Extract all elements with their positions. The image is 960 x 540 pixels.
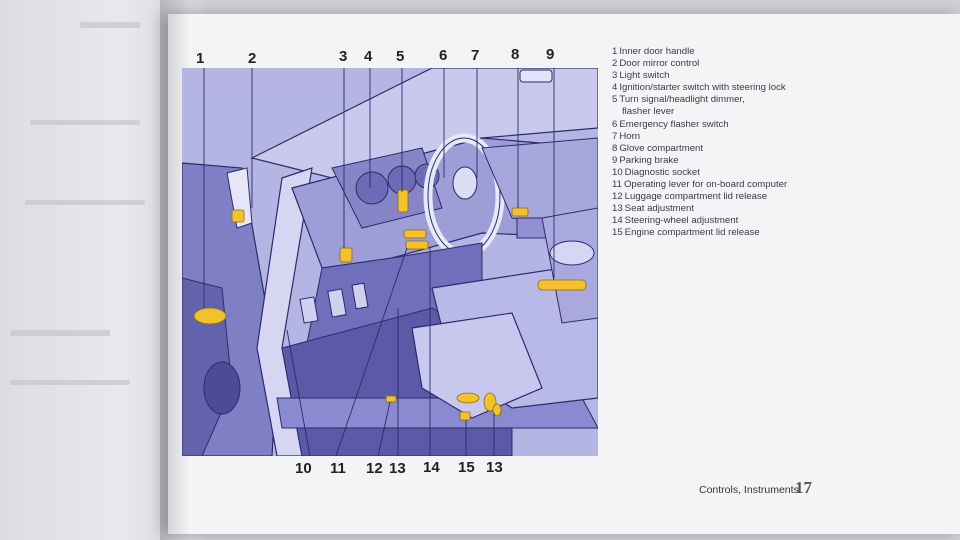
legend-label: Parking brake (619, 154, 679, 166)
legend-label: Door mirror control (619, 58, 700, 70)
car-interior-illustration (182, 68, 598, 456)
callout-3: 3 (339, 48, 348, 65)
callout-6: 6 (439, 47, 448, 64)
legend-label: Inner door handle (619, 46, 695, 57)
legend-label: Emergency flasher switch (619, 118, 729, 130)
legend-label: Ignition/starter switch with steering lo… (619, 82, 786, 94)
callout-13b: 13 (486, 459, 503, 476)
legend-label: Luggage compartment lid release (624, 191, 768, 203)
legend-number: 6 (612, 118, 618, 130)
callout-10: 10 (295, 460, 312, 477)
legend-label: Seat adjustment (624, 203, 695, 215)
legend-label: Turn signal/headlight dimmer, (619, 94, 745, 106)
blurred-text (10, 330, 110, 336)
legend-label: Horn (619, 130, 641, 142)
legend-label: Engine compartment lid release (624, 227, 760, 239)
legend-number: 8 (612, 142, 618, 154)
legend-label: Diagnostic socket (624, 166, 700, 178)
legend-number: 2 (612, 58, 618, 70)
callout-4: 4 (364, 48, 373, 65)
legend-number: 12 (612, 191, 623, 203)
legend-label-continuation: flasher lever (622, 106, 675, 118)
highlighted-controls (193, 189, 587, 421)
legend-label: Glove compartment (619, 142, 704, 154)
callout-11: 11 (330, 460, 346, 477)
blurred-text (30, 120, 140, 125)
legend-number: 15 (612, 227, 623, 239)
page-number: 17 (795, 478, 812, 497)
callout-5: 5 (396, 48, 405, 65)
legend-number: 7 (612, 130, 618, 142)
legend-label: Operating lever for on-board computer (623, 179, 788, 191)
legend-number: 3 (612, 70, 618, 82)
legend-number: 13 (612, 203, 623, 215)
legend-number: 10 (612, 166, 623, 178)
legend-number: 4 (612, 82, 618, 94)
footer-section-title: Controls, Instruments (699, 484, 799, 496)
legend-number: 5 (612, 94, 618, 106)
callout-14: 14 (423, 459, 440, 476)
legend-label: Light switch (619, 70, 670, 82)
callout-9: 9 (546, 46, 555, 63)
callout-7: 7 (471, 47, 480, 64)
blurred-text (10, 380, 130, 385)
callout-8: 8 (511, 46, 520, 63)
legend-number: 14 (612, 215, 623, 227)
legend-label: Steering-wheel adjustment (624, 215, 739, 227)
callout-12: 12 (366, 460, 383, 477)
callout-1: 1 (196, 50, 205, 67)
callout-13: 13 (389, 460, 406, 477)
callout-2: 2 (248, 50, 257, 67)
callout-15: 15 (458, 459, 475, 476)
legend-number: 9 (612, 154, 618, 166)
blurred-text (80, 22, 140, 28)
legend-number: 1 (612, 46, 618, 57)
blurred-text (25, 200, 145, 205)
legend-number: 11 (612, 179, 622, 191)
interior-drawing (182, 68, 598, 456)
leader-lines (203, 68, 555, 456)
